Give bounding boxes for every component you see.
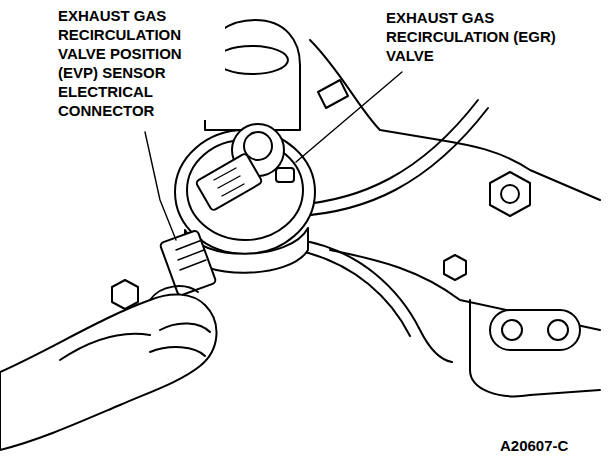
part-label: EXHAUST GAS RECIRCULATION VALVE POSITION…: [56, 6, 225, 120]
engine-bracket: [470, 300, 600, 396]
connector-rib: [178, 250, 204, 260]
bracket-hole: [502, 320, 522, 340]
finger: [150, 347, 205, 356]
egr-valve-ring: [187, 140, 303, 240]
bracket-slot: [490, 310, 580, 350]
bolt-head: [501, 185, 519, 203]
sensor-socket: [195, 153, 262, 211]
connector-rib: [176, 240, 202, 250]
sensor-tab: [276, 168, 294, 182]
bolt-head: [444, 255, 466, 280]
socket-rib: [218, 176, 240, 188]
pipe-collar: [216, 46, 288, 74]
bolt-head: [112, 280, 138, 309]
finger: [160, 323, 210, 332]
finger: [150, 286, 198, 300]
vacuum-hose: [296, 100, 478, 205]
connector-rib: [180, 260, 206, 270]
socket-rib: [214, 168, 236, 180]
figure-number: A20607-C: [498, 436, 570, 455]
vacuum-hose: [298, 108, 488, 216]
leader-line: [296, 72, 402, 162]
bolt-head: [490, 172, 530, 216]
wire-harness: [296, 250, 410, 336]
thumb: [60, 334, 150, 360]
leader-line: [145, 132, 176, 240]
socket-rib: [222, 184, 244, 196]
bracket-hole: [548, 320, 568, 340]
hand: [0, 295, 216, 450]
part-label: EXHAUST GAS RECIRCULATION (EGR) VALVE: [384, 8, 563, 65]
pipe-clamp: [318, 80, 348, 108]
